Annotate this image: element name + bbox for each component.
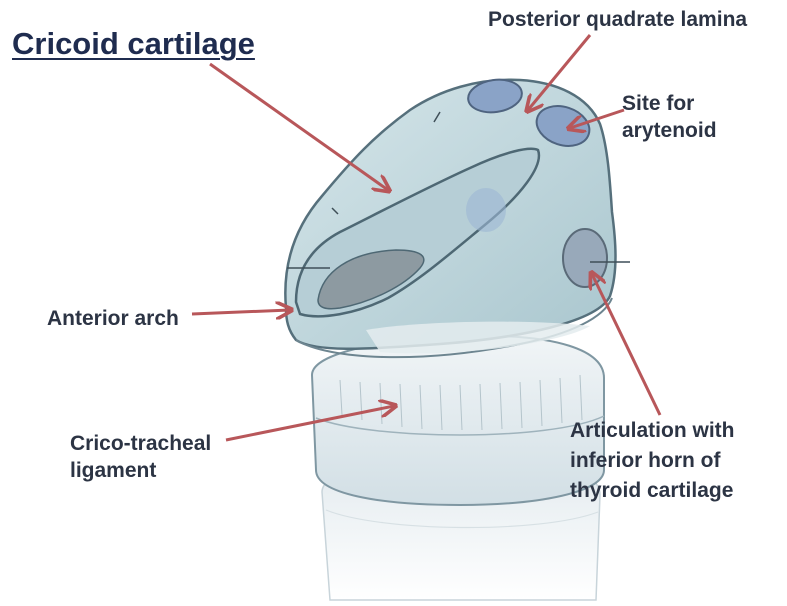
arrow-anterior-arch <box>192 310 290 314</box>
label-articulation: Articulation with inferior horn of thyro… <box>570 416 735 506</box>
label-posterior-quadrate-lamina: Posterior quadrate lamina <box>488 6 747 33</box>
arrow-title <box>210 64 388 190</box>
diagram-title: Cricoid cartilage <box>12 26 255 62</box>
thyroid-articular-facet <box>563 229 630 287</box>
label-anterior-arch: Anterior arch <box>47 305 179 332</box>
label-site-for-arytenoid: Site for arytenoid <box>622 90 717 144</box>
tracheal-ring <box>312 336 604 505</box>
label-crico-tracheal-ligament: Crico-tracheal ligament <box>70 430 211 484</box>
